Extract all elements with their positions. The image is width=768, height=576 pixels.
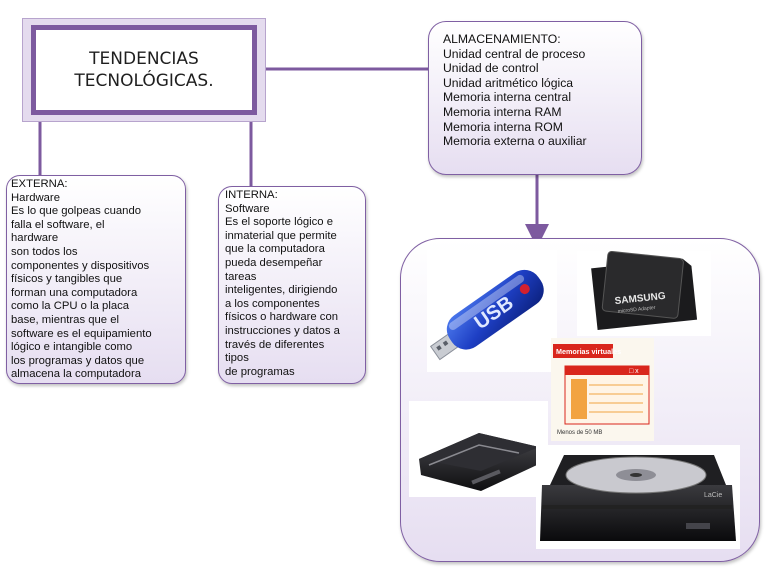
interna-box: INTERNA: Software Es el soporte lógico e… xyxy=(218,186,366,384)
interna-line: Software xyxy=(225,202,270,215)
externa-line: almacena la computadora xyxy=(11,368,141,381)
interna-line: pueda desempeñar xyxy=(225,256,323,269)
externa-line: Hardware xyxy=(11,191,60,204)
usb-drive-image: USB xyxy=(427,250,557,372)
interna-line: inmaterial que permite xyxy=(225,229,337,242)
almacenamiento-box: ALMACENAMIENTO: Unidad central de proces… xyxy=(428,21,642,175)
interna-line: Es el soporte lógico e xyxy=(225,216,334,229)
interna-line: instrucciones y datos a xyxy=(225,324,340,337)
almacenamiento-line: Unidad de control xyxy=(443,61,539,76)
externa-line: componentes y dispositivos xyxy=(11,259,150,272)
externa-line: lógico e intangible como xyxy=(11,341,133,354)
externa-line: son todos los xyxy=(11,245,78,258)
almacenamiento-line: Memoria interna central xyxy=(443,90,572,105)
sd-brand: SAMSUNG xyxy=(614,291,666,307)
externa-line: falla el software, el xyxy=(11,218,105,231)
interna-line: a los componentes xyxy=(225,297,320,310)
externa-line: software es el equipamiento xyxy=(11,327,152,340)
window-controls-icon: □ x xyxy=(629,368,639,375)
title-frame: TENDENCIAS TECNOLÓGICAS. xyxy=(31,25,257,115)
interna-line: que la computadora xyxy=(225,243,325,256)
almacenamiento-heading: ALMACENAMIENTO: xyxy=(443,32,561,46)
external-drive-image xyxy=(409,401,548,497)
dvd-drive-image: LaCie xyxy=(536,445,740,549)
externa-line: físicos y tangibles que xyxy=(11,273,123,286)
interna-line: de programas xyxy=(225,365,295,378)
externa-line: hardware xyxy=(11,232,59,245)
almacenamiento-line: Memoria interna ROM xyxy=(443,119,563,134)
title-line-1: TENDENCIAS xyxy=(89,49,199,69)
interna-line: tareas xyxy=(225,270,257,283)
externa-line: los programas y datos que xyxy=(11,354,145,367)
virtual-memory-title: Memorias virtuales xyxy=(556,347,621,356)
interna-line: través de diferentes xyxy=(225,338,325,351)
interna-line: inteligentes, dirigiendo xyxy=(225,284,338,297)
externa-line: base, mientras que el xyxy=(11,313,120,326)
dvd-brand: LaCie xyxy=(704,492,722,499)
title-box: TENDENCIAS TECNOLÓGICAS. xyxy=(22,18,266,122)
virtual-memory-image: Memorias virtuales □ x Menos de 50 MB xyxy=(551,338,654,441)
sd-card-image: SAMSUNG microSD Adapter xyxy=(577,251,711,336)
interna-line: tipos xyxy=(225,352,249,365)
externa-line: Es lo que golpeas cuando xyxy=(11,205,142,218)
interna-line: físicos o hardware con xyxy=(225,311,339,324)
almacenamiento-line: Unidad central de proceso xyxy=(443,46,586,61)
sd-sub: microSD Adapter xyxy=(618,305,657,315)
interna-heading: INTERNA: xyxy=(225,189,278,201)
externa-box: EXTERNA: Hardware Es lo que golpeas cuan… xyxy=(6,175,186,384)
almacenamiento-line: Memoria externa o auxiliar xyxy=(443,134,587,149)
almacenamiento-line: Memoria interna RAM xyxy=(443,104,562,119)
title-line-2: TECNOLÓGICAS. xyxy=(74,71,214,91)
externa-heading: EXTERNA: xyxy=(11,178,68,190)
externa-line: como la CPU o la placa xyxy=(11,300,130,313)
almacenamiento-line: Unidad aritmético lógica xyxy=(443,75,574,90)
externa-line: forman una computadora xyxy=(11,286,138,299)
virtual-memory-caption: Menos de 50 MB xyxy=(557,430,602,436)
